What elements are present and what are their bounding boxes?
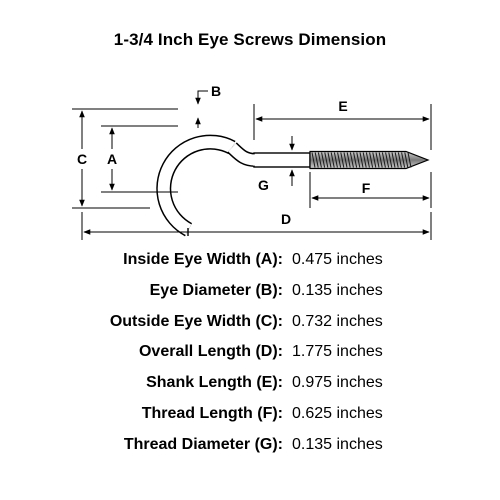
- page-title: 1-3/4 Inch Eye Screws Dimension: [113, 30, 387, 49]
- spec-value: 0.135 inches: [292, 281, 383, 299]
- dimension-label-e: E: [338, 98, 347, 114]
- spec-label: Thread Length (F):: [141, 404, 283, 422]
- thread-tooth: [346, 152, 351, 168]
- thread-tooth: [362, 152, 367, 168]
- dimension-d: [81, 212, 432, 240]
- dimension-label-f: F: [362, 180, 371, 196]
- thread-tooth: [359, 152, 364, 168]
- dimension-b: [195, 90, 208, 128]
- thread-tooth: [397, 152, 402, 168]
- spec-row-eye-diameter: Eye Diameter (B): 0.135 inches: [0, 277, 500, 308]
- shank: [253, 152, 311, 168]
- dimension-a: [101, 125, 178, 193]
- spec-row-overall-length: Overall Length (D): 1.775 inches: [0, 338, 500, 369]
- thread-tooth: [356, 152, 361, 168]
- spec-label: Inside Eye Width (A):: [123, 251, 283, 268]
- thread-tooth: [404, 152, 409, 168]
- thread-tooth: [381, 152, 386, 168]
- dimension-label-a: A: [107, 151, 117, 167]
- spec-value: 0.135 inches: [292, 435, 383, 453]
- spec-value: 0.975 inches: [292, 374, 383, 392]
- thread-tooth: [394, 152, 399, 168]
- dimension-label-g: G: [258, 177, 269, 193]
- dimension-label-c: C: [77, 151, 87, 167]
- spec-label: Overall Length (D):: [138, 343, 283, 361]
- dimension-label-d: D: [281, 211, 291, 227]
- neck: [227, 142, 257, 167]
- thread-tooth: [388, 152, 393, 168]
- thread-tooth: [330, 152, 335, 168]
- eye-ring: [156, 134, 236, 237]
- spec-label: Shank Length (E):: [146, 374, 283, 392]
- spec-value: 0.475 inches: [292, 251, 383, 268]
- dimension-c: [72, 108, 178, 209]
- thread-tooth: [314, 152, 319, 168]
- spec-row-outside-eye-width: Outside Eye Width (C): 0.732 inches: [0, 308, 500, 339]
- thread-tooth: [337, 152, 342, 168]
- spec-value: 0.732 inches: [292, 312, 383, 330]
- spec-list: Inside Eye Width (A): 0.475 inches Eye D…: [0, 246, 500, 462]
- thread-tooth: [321, 152, 326, 168]
- thread-tooth: [391, 152, 396, 168]
- thread-tooth: [375, 152, 380, 168]
- thread-tooth: [372, 152, 377, 168]
- spec-value: 1.775 inches: [292, 343, 383, 361]
- thread-tooth: [340, 152, 345, 168]
- thread-tooth: [311, 152, 316, 168]
- spec-row-thread-length: Thread Length (F): 0.625 inches: [0, 400, 500, 431]
- spec-row-shank-length: Shank Length (E): 0.975 inches: [0, 369, 500, 400]
- spec-row-thread-diameter: Thread Diameter (G): 0.135 inches: [0, 431, 500, 462]
- thread-tooth: [353, 152, 358, 168]
- thread-tooth: [369, 152, 374, 168]
- spec-label: Outside Eye Width (C):: [109, 312, 283, 330]
- thread-tooth: [385, 152, 390, 168]
- spec-label: Thread Diameter (G):: [123, 435, 283, 453]
- spec-row-inside-eye-width: Inside Eye Width (A): 0.475 inches: [0, 246, 500, 277]
- thread: [309, 150, 430, 170]
- eye-screw-diagram: A C B E F G D: [72, 83, 432, 240]
- thread-tooth: [343, 152, 348, 168]
- thread-tooth: [349, 152, 354, 168]
- spec-value: 0.625 inches: [292, 404, 383, 422]
- thread-tooth: [401, 152, 406, 168]
- dimension-f: [309, 172, 432, 208]
- thread-tooth: [327, 152, 332, 168]
- spec-label: Eye Diameter (B):: [149, 281, 283, 299]
- dimension-e: [253, 104, 432, 150]
- dimension-label-b: B: [211, 83, 221, 99]
- thread-tooth: [378, 152, 383, 168]
- thread-tooth: [333, 152, 338, 168]
- thread-tooth: [324, 152, 329, 168]
- thread-tooth: [407, 152, 412, 168]
- thread-tooth: [317, 152, 322, 168]
- thread-tooth: [365, 152, 370, 168]
